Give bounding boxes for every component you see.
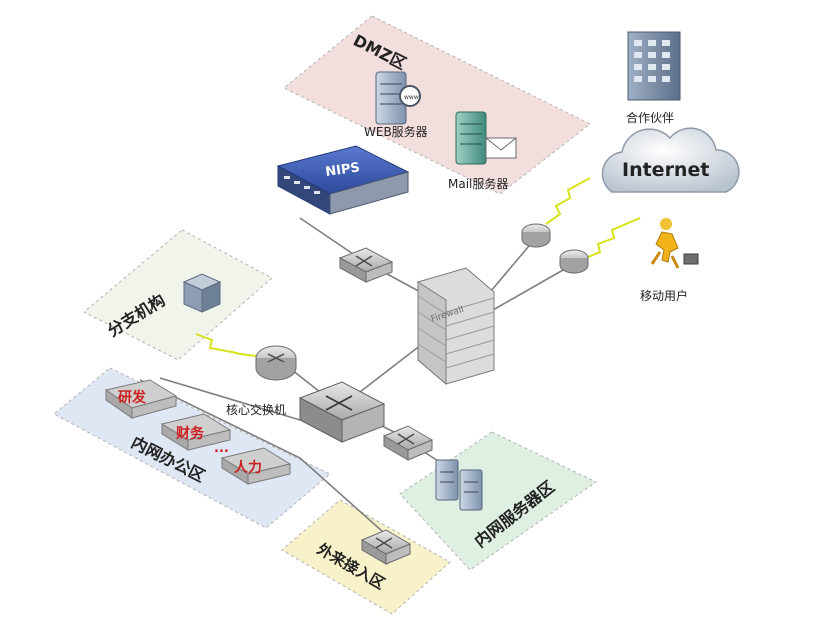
web-server-label: WEB服务器 [364, 124, 428, 139]
mail-server-label: Mail服务器 [448, 176, 508, 191]
core-router-icon [255, 345, 297, 381]
dept-finance-box [160, 413, 232, 451]
server-switch-icon [382, 425, 434, 461]
dept-finance-label: 财务 [175, 425, 205, 442]
router-internet-icon [521, 223, 551, 248]
branch-building-icon [182, 273, 222, 313]
dept-ellipsis: ... [214, 441, 229, 456]
core-switch-icon [298, 381, 386, 443]
core-switch-label: 核心交换机 [226, 402, 286, 417]
dept-rd-label: 研发 [118, 389, 147, 406]
mobile-user-icon [650, 218, 699, 269]
svg-text:www: www [404, 94, 419, 101]
branch-zone: 分支机构 [83, 229, 273, 361]
internet-cloud-icon [601, 127, 740, 193]
nips-device-icon [276, 145, 410, 215]
dept-hr-label: 人力 [234, 459, 262, 476]
nips-label: NIPS [324, 160, 360, 180]
server-zone: 内网服务器区 [399, 431, 597, 571]
dept-hr-box [220, 447, 292, 485]
internet-label: Internet [622, 159, 709, 181]
partner-building-icon [627, 31, 681, 101]
partner-label: 合作伙伴 [626, 110, 674, 125]
dept-rd-box [104, 379, 178, 419]
nips-switch-icon [338, 247, 394, 283]
guest-switch-icon [360, 529, 412, 565]
router-mobile-icon [559, 249, 589, 274]
firewall-icon [417, 267, 495, 386]
mail-server-icon [455, 111, 517, 165]
internal-servers-icon [435, 459, 483, 511]
web-server-icon: www [375, 71, 421, 125]
wan-links [195, 177, 641, 357]
mobile-user-label: 移动用户 [640, 288, 688, 303]
